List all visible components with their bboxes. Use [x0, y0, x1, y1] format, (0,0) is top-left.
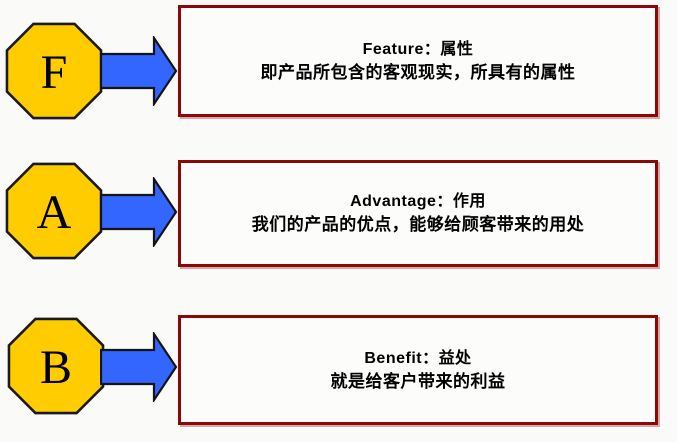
octagon-advantage: A: [5, 162, 103, 260]
right-arrow-icon: [100, 36, 178, 106]
octagon-shape-icon: [5, 162, 103, 260]
octagon-letter-feature: F: [40, 45, 68, 99]
benefit-description: 就是给客户带来的利益: [330, 371, 506, 391]
arrow-feature: [100, 36, 178, 106]
advantage-box: Advantage：作用 我们的产品的优点，能够给顾客带来的用处: [178, 160, 658, 267]
feature-box: Feature：属性 即产品所包含的客观现实，所具有的属性: [178, 5, 658, 117]
arrow-advantage: [100, 177, 178, 247]
octagon-shape-icon: [7, 317, 105, 415]
benefit-box: Benefit：益处 就是给客户带来的利益: [178, 315, 658, 425]
benefit-heading: Benefit：益处: [364, 349, 472, 367]
right-arrow-icon: [100, 332, 178, 402]
octagon-shape-icon: [5, 22, 103, 120]
advantage-description: 我们的产品的优点，能够给顾客带来的用处: [251, 215, 585, 235]
octagon-benefit: B: [7, 317, 105, 415]
feature-description: 即产品所包含的客观现实，所具有的属性: [260, 62, 576, 82]
arrow-benefit: [100, 332, 178, 402]
octagon-feature: F: [5, 22, 103, 120]
feature-heading: Feature：属性: [362, 40, 474, 58]
advantage-heading: Advantage：作用: [350, 193, 486, 210]
right-arrow-icon: [100, 177, 178, 247]
octagon-letter-advantage: A: [36, 185, 72, 239]
octagon-letter-benefit: B: [39, 340, 72, 394]
